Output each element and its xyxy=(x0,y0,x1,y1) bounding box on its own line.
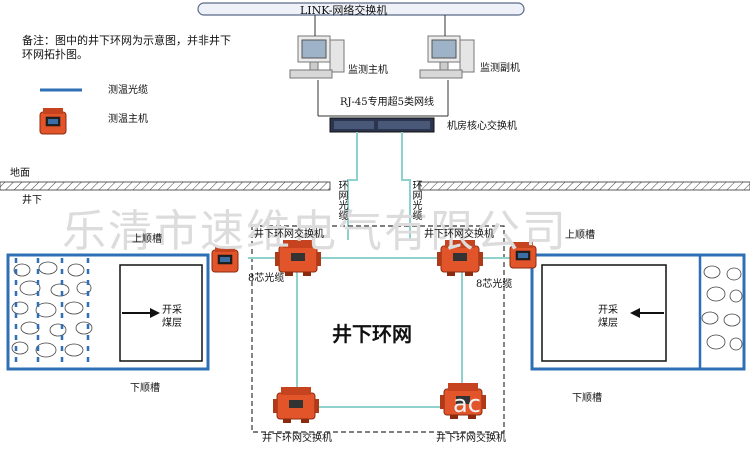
lower-trough-right-label: 下顺槽 xyxy=(572,393,602,404)
lower-trough-left-label: 下顺槽 xyxy=(130,383,160,394)
ring-switch-bottom-left xyxy=(272,386,320,424)
monitor-backup-label: 监测副机 xyxy=(480,63,520,74)
monitor-backup-computer xyxy=(419,35,475,79)
ring-switch-top-left-label: 井下环网交换机 xyxy=(254,229,324,240)
ring-fiber-uplinks xyxy=(347,132,411,240)
rj45-label: RJ-45专用超5类网线 xyxy=(340,97,435,108)
core-switch xyxy=(329,117,435,133)
monitor-host-label: 监测主机 xyxy=(348,65,388,76)
link-network-label: LINK-网络交换机 xyxy=(300,4,388,17)
rj45-cable xyxy=(317,80,449,117)
legend-fiber-label: 测温光缆 xyxy=(108,85,148,96)
watermark-text: 乐清市速维电气有限公司 xyxy=(62,206,568,257)
ring-switch-bottom-left-label: 井下环网交换机 xyxy=(262,433,332,444)
legend-host-label: 测温主机 xyxy=(108,114,148,125)
ground-left xyxy=(0,181,331,191)
ring-network-area xyxy=(251,225,505,433)
underground-label: 井下 xyxy=(22,195,42,206)
upper-trough-right-label: 上顺槽 xyxy=(565,230,595,241)
legend-sensor-swatch xyxy=(39,107,67,135)
ground-right xyxy=(419,181,750,191)
link-network-bar xyxy=(197,2,525,16)
ring-fiber-left-label: 环网光缆 xyxy=(336,180,347,220)
core-switch-label: 机房核心交换机 xyxy=(447,121,517,132)
fiber-8core-left-label: 8芯光缆 xyxy=(248,273,285,284)
coal-seam-right-label: 开采煤层 xyxy=(598,305,618,329)
fiber-8core-right-label: 8芯光缆 xyxy=(476,279,513,290)
watermark-stamp: ac xyxy=(453,390,481,418)
left-work-face xyxy=(6,253,210,371)
note-text: 备注：图中的井下环网为示意图，并非井下环网拓扑图。 xyxy=(22,34,231,61)
ring-fiber-links xyxy=(248,257,510,408)
ring-switch-bottom-right-label: 井下环网交换机 xyxy=(436,433,506,444)
ground-label: 地面 xyxy=(10,168,30,179)
monitor-host-computer xyxy=(289,35,345,79)
ring-fiber-right-label: 环网光缆 xyxy=(410,180,421,220)
ring-network-title: 井下环网 xyxy=(332,322,412,346)
upper-trough-left-label: 上顺槽 xyxy=(132,234,162,245)
right-work-face xyxy=(530,253,746,371)
legend xyxy=(39,88,82,135)
ring-switch-top-right-label: 井下环网交换机 xyxy=(424,229,494,240)
coal-seam-left-label: 开采煤层 xyxy=(162,305,182,329)
